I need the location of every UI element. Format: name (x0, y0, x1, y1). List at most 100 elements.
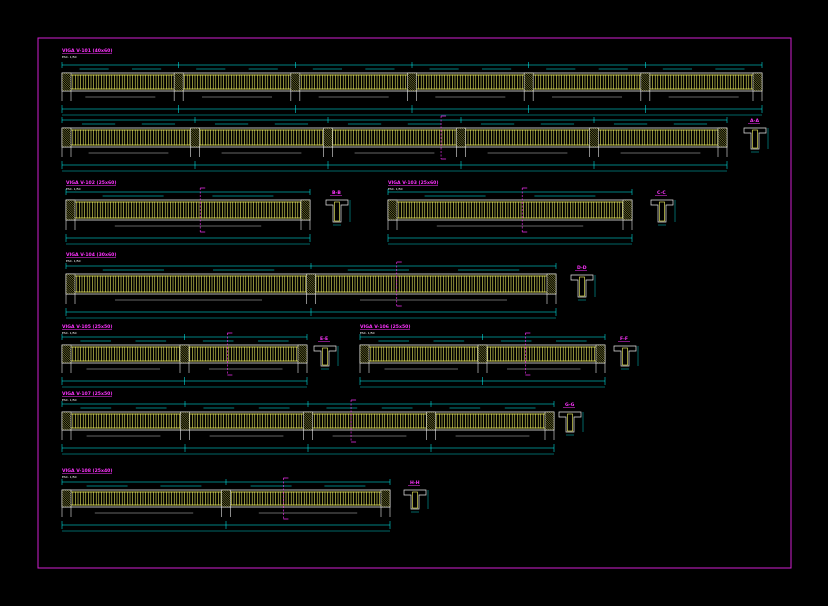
hatch-line (178, 72, 184, 79)
hatch-line (426, 416, 436, 426)
hatch-line (180, 418, 190, 429)
hatch-line (61, 354, 71, 364)
hatch-line (67, 199, 76, 208)
hatch-line (387, 206, 398, 216)
hatch-line (61, 425, 67, 431)
hatch-line (61, 502, 67, 508)
hatch-line (195, 127, 200, 132)
support-column (323, 127, 333, 148)
hatch-line (330, 127, 333, 130)
hatch-line (602, 344, 606, 348)
hatch-line (407, 88, 410, 92)
hatch-line (477, 345, 488, 355)
hatch-line (65, 213, 73, 221)
hatch-line (718, 127, 728, 137)
hatch-line (65, 200, 76, 210)
hatch-line (61, 86, 67, 92)
support-hatch (595, 344, 606, 364)
hatch-line (303, 423, 311, 431)
hatch-line (180, 425, 186, 431)
support-hatch (190, 127, 200, 148)
section-label: C-C (657, 190, 666, 196)
hatch-line (62, 127, 72, 137)
hatch-line (61, 88, 65, 92)
hatch-line (309, 411, 313, 415)
stirrups (68, 275, 553, 293)
hatch-line (65, 289, 71, 295)
hatch-line (532, 72, 534, 74)
support-column (61, 127, 72, 148)
hatch-line (754, 72, 763, 81)
hatch-line (300, 200, 311, 210)
hatch-line (290, 75, 300, 85)
support-hatch (380, 489, 391, 508)
hatch-line (181, 344, 190, 353)
hatch-line (413, 72, 417, 76)
hatch-line (477, 356, 485, 364)
hatch-line (306, 282, 316, 293)
hatch-line (68, 411, 72, 415)
hatch-line (61, 79, 72, 90)
hatch-line (546, 280, 557, 290)
hatch-line (720, 127, 728, 135)
hatch-line (303, 418, 313, 429)
hatch-line (426, 421, 436, 431)
hatch-line (61, 414, 72, 424)
hatch-line (640, 73, 650, 83)
hatch-line (300, 215, 306, 221)
hatch-line (65, 202, 76, 212)
hatch-line (61, 138, 71, 148)
hatch-line (592, 127, 599, 135)
hatch-line (310, 273, 316, 279)
hatch-line (221, 500, 229, 508)
hatch-line (381, 489, 391, 499)
support-hatch (179, 344, 190, 364)
hatch-line (477, 354, 487, 364)
hatch-line (290, 84, 298, 92)
sheet-border (37, 37, 792, 569)
section-stirrup (412, 491, 418, 509)
hatch-line (589, 142, 595, 148)
hatch-line (604, 344, 606, 346)
hatch-line (306, 274, 316, 284)
hatch-line (597, 344, 606, 353)
support-hatch (180, 411, 190, 431)
hatch-line (221, 491, 231, 501)
support-hatch (61, 127, 72, 148)
beam-scale: ESC. 1/50 (62, 331, 77, 335)
hatch-line (290, 82, 300, 92)
support-hatch (477, 344, 488, 364)
hatch-line (486, 344, 488, 346)
hatch-line (226, 489, 231, 495)
section-label: H-H (410, 480, 420, 486)
hatch-line (191, 127, 200, 137)
beam-row1: VIGA V-101 (40x60)ESC. 1/50 (61, 48, 763, 116)
hatch-line (524, 88, 527, 92)
hatch-line (65, 411, 72, 418)
section-label: F-F (620, 336, 628, 342)
support-hatch (752, 72, 763, 92)
hatch-line (524, 86, 529, 92)
hatch-line (409, 72, 417, 81)
hatch-line (61, 133, 72, 143)
hatch-line (359, 360, 363, 364)
hatch-line (61, 423, 69, 431)
hatch-line (174, 82, 184, 92)
hatch-line (407, 75, 417, 85)
hatch-line (717, 140, 725, 148)
hatch-line (359, 349, 370, 359)
hatch-line (640, 77, 650, 87)
hatch-line (622, 204, 633, 214)
hatch-line (307, 199, 311, 203)
hatch-line (294, 72, 300, 79)
hatch-line (594, 127, 599, 132)
hatch-line (64, 127, 72, 135)
hatch-line (426, 425, 432, 431)
hatch-line (622, 211, 632, 221)
stirrups (64, 129, 724, 146)
hatch-line (179, 345, 190, 355)
hatch-line (61, 142, 67, 148)
hatch-line (359, 345, 370, 355)
hatch-line (61, 351, 72, 362)
hatch-line (70, 199, 76, 205)
